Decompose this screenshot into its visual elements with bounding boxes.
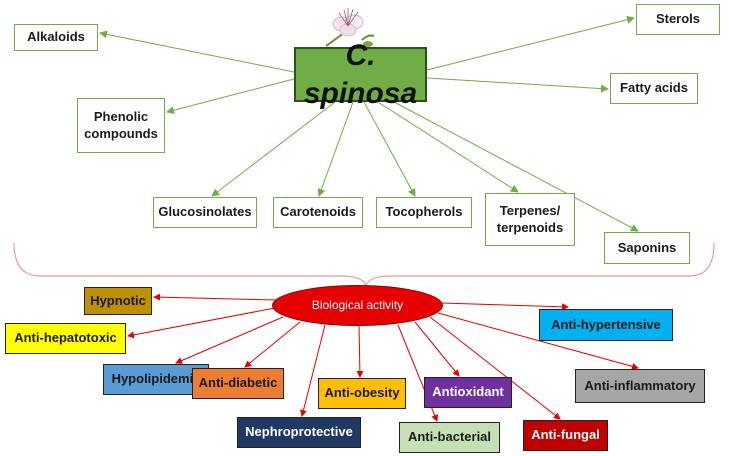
constituent-alkaloids: Alkaloids xyxy=(14,24,98,51)
edge-to-saponins xyxy=(393,101,639,232)
activity-hypolipidemic: Hypolipidemic xyxy=(103,364,209,395)
constituent-label: Phenolic compounds xyxy=(84,109,158,141)
activity-anti-hepatotoxic: Anti-hepatotoxic xyxy=(5,323,126,354)
edge-to-anti-obesity xyxy=(356,325,364,378)
activity-label: Nephroprotective xyxy=(245,424,353,440)
edge-to-tocopherols xyxy=(363,101,416,197)
edge-to-anti-diabetic xyxy=(244,321,301,368)
constituent-label: Alkaloids xyxy=(27,29,85,45)
edge-to-alkaloids xyxy=(99,30,295,73)
activity-label: Hypolipidemic xyxy=(111,371,201,387)
activity-hypnotic: Hypnotic xyxy=(84,287,152,315)
activity-nephroprotective: Nephroprotective xyxy=(237,417,361,448)
biological-activity-hub: Biological activity xyxy=(272,285,443,326)
constituent-label: Terpenes/ terpenoids xyxy=(496,203,564,235)
activity-anti-bacterial: Anti-bacterial xyxy=(399,422,500,453)
constituent-sterols: Sterols xyxy=(636,4,720,35)
edge-to-anti-hypertensive xyxy=(441,302,569,311)
constituent-fatty-acids: Fatty acids xyxy=(610,73,698,104)
hub-label: Biological activity xyxy=(311,298,404,312)
caper-flower-icon xyxy=(325,8,375,47)
edge-to-carotenoids xyxy=(317,101,354,197)
activity-antioxidant: Antioxidant xyxy=(424,377,512,408)
constituent-label: Tocopherols xyxy=(385,204,463,220)
edge-to-anti-inflammatory xyxy=(437,312,639,370)
edge-to-nephroprotective xyxy=(300,324,326,417)
constituent-carotenoids: Carotenoids xyxy=(273,197,363,228)
constituent-saponins: Saponins xyxy=(604,232,690,264)
activity-anti-hypertensive: Anti-hypertensive xyxy=(539,309,673,341)
activity-label: Antioxidant xyxy=(432,384,504,400)
activity-label: Anti-inflammatory xyxy=(584,377,696,393)
activity-anti-inflammatory: Anti-inflammatory xyxy=(575,369,705,403)
constituent-phenolic-compounds: Phenolic compounds xyxy=(77,98,165,153)
constituent-label: Sterols xyxy=(655,11,701,27)
constituent-label: Carotenoids xyxy=(280,204,356,220)
edge-to-fatty-acids xyxy=(426,77,609,93)
activity-label: Anti-diabetic xyxy=(198,375,278,391)
edge-to-phenolic-compounds xyxy=(166,78,295,115)
edge-to-glucosinolates xyxy=(211,101,336,197)
activity-anti-obesity: Anti-obesity xyxy=(318,378,406,409)
activity-label: Anti-hepatotoxic xyxy=(14,330,117,346)
activity-anti-fungal: Anti-fungal xyxy=(523,420,608,451)
activity-label: Hypnotic xyxy=(90,292,146,308)
edge-to-terpenes xyxy=(377,101,519,193)
constituent-label: Saponins xyxy=(617,239,677,255)
activity-label: Anti-bacterial xyxy=(407,429,492,445)
edge-to-hypnotic xyxy=(153,293,277,301)
edge-to-sterols xyxy=(426,15,635,71)
constituent-glucosinolates: Glucosinolates xyxy=(153,197,257,228)
activity-anti-diabetic: Anti-diabetic xyxy=(192,368,284,399)
edge-to-anti-hepatotoxic xyxy=(127,307,276,339)
constituent-label: Fatty acids xyxy=(620,80,688,96)
root-node: C. spinosa xyxy=(294,39,427,110)
activity-label: Anti-obesity xyxy=(324,385,400,401)
constituent-label: Glucosinolates xyxy=(158,204,252,220)
edge-to-antioxidant xyxy=(414,321,460,377)
root-label: C. spinosa xyxy=(303,39,418,110)
constituent-terpenes: Terpenes/ terpenoids xyxy=(485,193,575,246)
edge-to-hypolipidemic xyxy=(175,316,284,364)
constituent-tocopherols: Tocopherols xyxy=(376,197,472,228)
activity-label: Anti-fungal xyxy=(531,427,600,443)
activity-label: Anti-hypertensive xyxy=(551,316,661,332)
edge-to-anti-fungal xyxy=(429,316,561,420)
